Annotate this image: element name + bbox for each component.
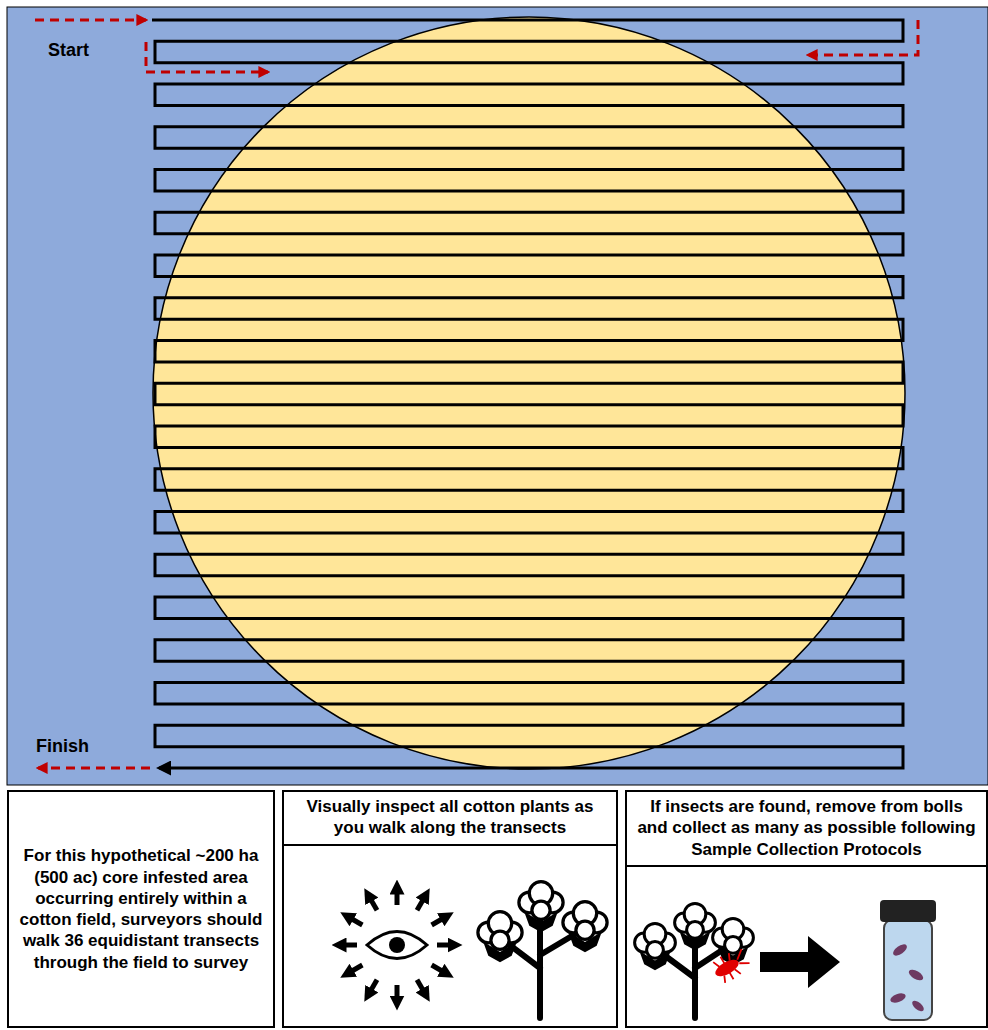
box-text: For this hypothetical ~200 ha (500 ac) c… xyxy=(9,839,273,979)
finish-label: Finish xyxy=(36,736,89,757)
box-heading: If insects are found, remove from bolls … xyxy=(627,792,986,867)
view-ray xyxy=(432,916,448,925)
view-ray xyxy=(432,965,448,974)
transect-path xyxy=(152,20,903,768)
start-label: Start xyxy=(48,40,89,61)
infested-area xyxy=(153,17,905,769)
eye-rays xyxy=(339,887,455,1003)
view-ray xyxy=(395,985,400,1003)
view-ray xyxy=(417,980,426,996)
view-ray xyxy=(395,887,400,905)
sample-vial xyxy=(880,900,936,1020)
direction-arrow xyxy=(146,42,268,72)
field-ground xyxy=(7,7,988,785)
flow-arrow xyxy=(760,936,840,988)
view-ray xyxy=(339,943,357,948)
view-ray xyxy=(347,916,363,925)
view-ray xyxy=(437,943,455,948)
instruction-box: Visually inspect all cotton plants as yo… xyxy=(282,790,618,1028)
eye-icon xyxy=(367,932,427,959)
view-ray xyxy=(417,895,426,911)
view-ray xyxy=(368,895,377,911)
finish-arrow xyxy=(38,767,150,770)
cotton-plant xyxy=(635,903,754,1018)
box-heading: Visually inspect all cotton plants as yo… xyxy=(284,792,616,846)
instruction-box: If insects are found, remove from bolls … xyxy=(625,790,988,1028)
transect-line xyxy=(152,20,903,768)
view-ray xyxy=(368,980,377,996)
start-arrow xyxy=(35,19,146,22)
view-ray xyxy=(347,965,363,974)
insect-icon xyxy=(709,946,752,986)
cotton-plant xyxy=(478,882,607,1018)
info-box: For this hypothetical ~200 ha (500 ac) c… xyxy=(7,790,275,1028)
direction-arrow xyxy=(808,20,918,55)
